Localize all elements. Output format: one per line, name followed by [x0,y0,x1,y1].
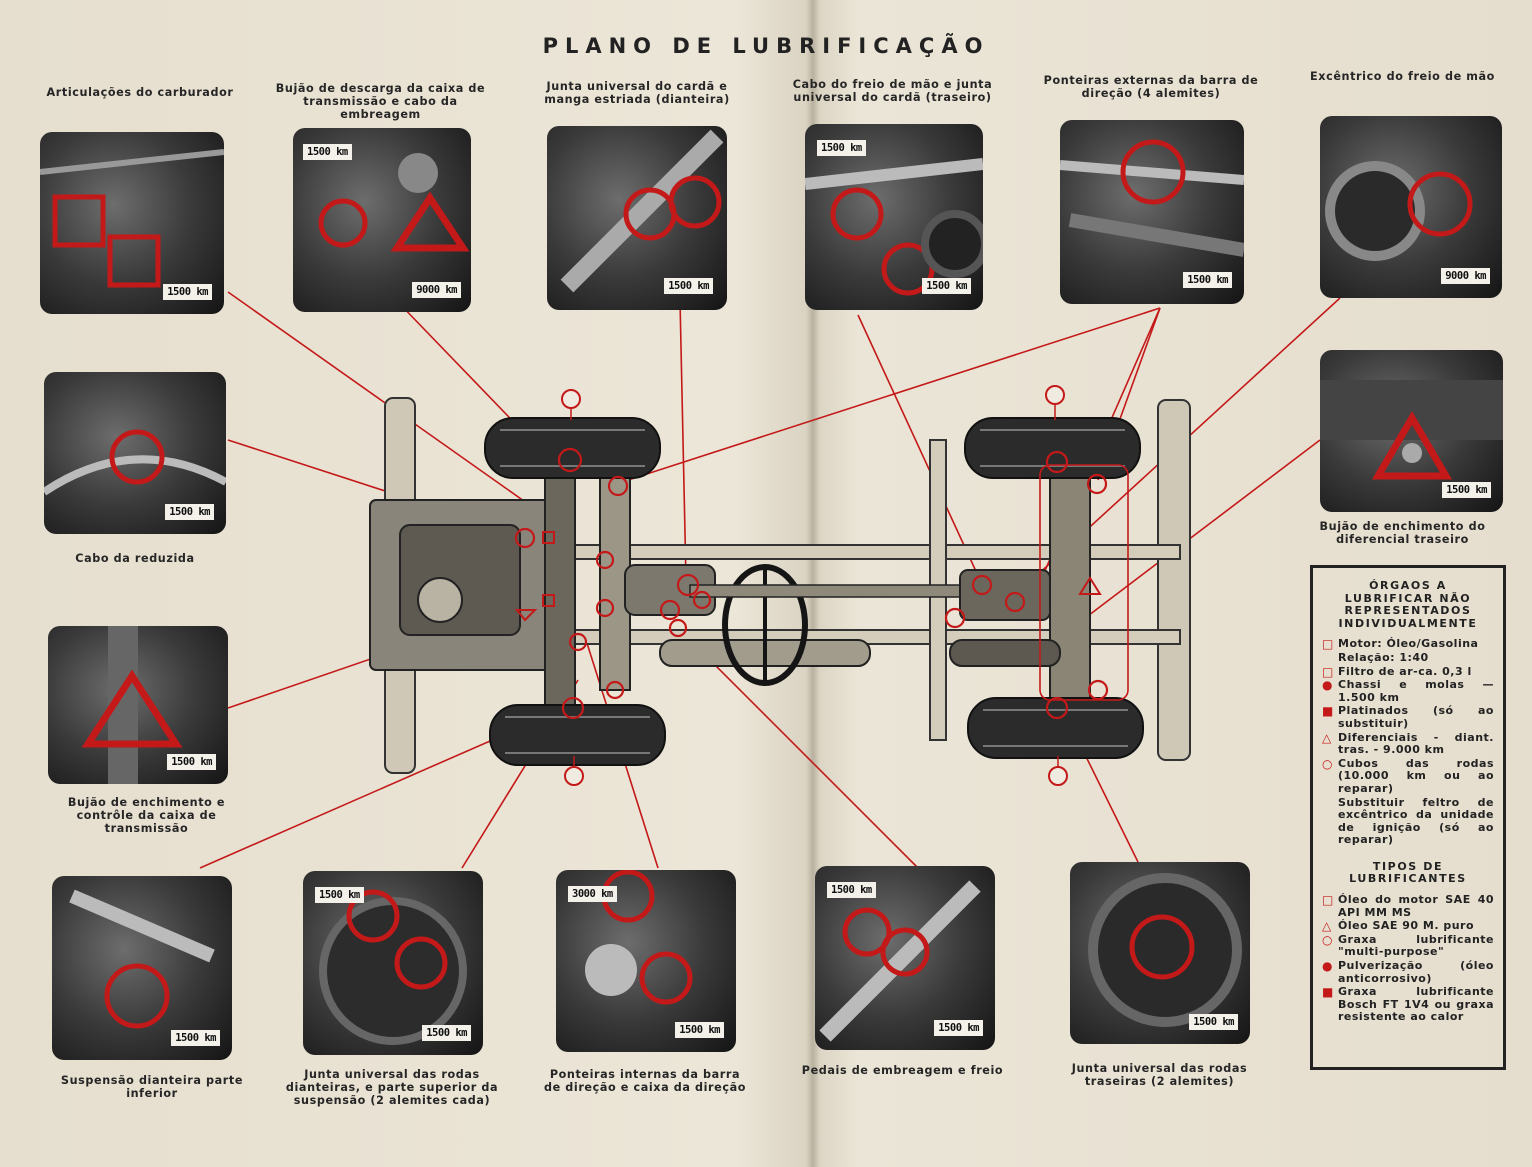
legend-item: □ Óleo do motor SAE 40 API MM MS [1322,893,1494,919]
km-label-top: 1500 km [315,887,364,903]
caption-excentrico: Excêntrico do freio de mão [1310,70,1495,83]
legend-item: ○ Graxa lubrificante "multi-purpose" [1322,932,1494,959]
km-label: 1500 km [1189,1014,1238,1030]
km-label: 1500 km [163,284,212,300]
square-icon: □ [1322,637,1334,652]
chassis-diagram [369,385,1191,786]
km-label-top: 1500 km [817,140,866,156]
triangle-icon: △ [1322,919,1332,934]
legend-item-text: Motor: Óleo/Gasolina [1338,637,1479,651]
caption-diferencial-traseiro: Bujão de enchimento do diferencial trase… [1319,520,1486,546]
km-label: 1500 km [664,278,713,294]
photo-freio-mao-cabo: 1500 km 1500 km [805,124,983,310]
caption-carburador: Articulações do carburador [46,86,234,99]
square-icon: □ [1322,893,1334,908]
legend-heading-organs: ÓRGAOS A LUBRIFICAR NÃO REPRESENTADOS IN… [1338,579,1478,630]
caption-bujao-descarga: Bujão de descarga da caixa de transmissã… [275,82,486,121]
km-label: 1500 km [165,504,214,520]
km-label-top: 3000 km [568,886,617,902]
none-icon [1322,797,1338,847]
legend-item-text: Chassi e molas — 1.500 km [1338,678,1494,704]
caption-freio-mao-cabo: Cabo do freio de mão e junta universal d… [792,78,993,104]
caption-reduzida: Cabo da reduzida [75,552,195,565]
legend-item: □ Motor: Óleo/Gasolina [1322,638,1494,651]
filled_square-icon: ■ [1322,985,1334,1000]
legend-item: ● Pulverização (óleo anticorrosivo) [1322,959,1494,985]
legend-item-text: Óleo do motor SAE 40 API MM MS [1338,893,1494,919]
km-label: 1500 km [1183,272,1232,288]
caption-junta-dianteira: Junta universal do cardã e manga estriad… [544,80,730,106]
caption-suspensao: Suspensão dianteira parte inferior [60,1074,244,1100]
triangle-icon: △ [1322,730,1332,745]
km-label-top: 1500 km [827,882,876,898]
photo-diferencial-traseiro: 1500 km [1320,350,1503,512]
km-label-top: 1500 km [303,144,352,160]
legend-item: △ Diferenciais - diant. tras. - 9.000 km [1322,730,1494,757]
caption-juntas-traseiras: Junta universal das rodas traseiras (2 a… [1071,1062,1248,1088]
photo-reduzida: 1500 km [44,372,226,534]
km-label: 1500 km [422,1025,471,1041]
caption-caixa-transmissao: Bujão de enchimento e contrôle da caixa … [67,796,226,835]
legend-item-text: Cubos das rodas (10.000 km ou ao reparar… [1338,756,1494,795]
caption-ponteiras-externas: Ponteiras externas da barra de direção (… [1043,74,1259,100]
legend-item: ■ Platinados (só ao substituir) [1322,704,1494,730]
caption-pedais: Pedais de embreagem e freio [801,1064,1004,1077]
legend-item-text: Pulverização (óleo anticorrosivo) [1338,959,1494,985]
circle-icon: ○ [1322,756,1333,771]
km-label: 9000 km [1441,268,1490,284]
legend-item-text: Graxa lubrificante "multi-purpose" [1338,932,1494,959]
photo-ponteiras-externas: 1500 km [1060,120,1244,304]
circle-icon: ○ [1322,932,1333,947]
km-label: 9000 km [412,282,461,298]
legend-item-text: Platinados (só ao substituir) [1338,704,1494,730]
photo-pedais: 1500 km 1500 km [815,866,995,1050]
legend-heading-lubricants: TIPOS DE LUBRIFICANTES [1349,859,1467,886]
km-label: 1500 km [675,1022,724,1038]
page-title: PLANO DE LUBRIFICAÇÃO [542,34,990,58]
legend-item-text: Óleo SAE 90 M. puro [1338,919,1475,933]
km-label: 1500 km [1442,482,1491,498]
km-label: 1500 km [167,754,216,770]
legend-item-text: Relação: 1:40 [1338,650,1429,664]
square-icon: □ [1322,664,1334,679]
legend-item: ○ Cubos das rodas (10.000 km ou ao repara… [1322,756,1494,796]
km-label: 1500 km [934,1020,983,1036]
photo-junta-dianteira: 1500 km [547,126,727,310]
legend-item: △ Óleo SAE 90 M. puro [1322,920,1494,933]
legend-item: Relação: 1:40 [1322,650,1494,665]
photo-juntas-dianteiras: 1500 km 1500 km [303,871,483,1055]
legend-item-text: Diferenciais - diant. tras. - 9.000 km [1338,730,1494,757]
photo-caixa-transmissao: 1500 km [48,626,228,784]
none-icon [1322,652,1338,665]
photo-excentrico: 9000 km [1320,116,1502,298]
legend-item: ● Chassi e molas — 1.500 km [1322,678,1494,704]
photo-bujao-descarga: 1500 km 9000 km [293,128,471,312]
km-label: 1500 km [922,278,971,294]
filled_square-icon: ■ [1322,704,1334,719]
photo-suspensao: 1500 km [52,876,232,1060]
legend-item-text: Filtro de ar-ca. 0,3 l [1338,664,1472,678]
legend-list-lubricants: □ Óleo do motor SAE 40 API MM MS △ Óleo SAE… [1322,893,1494,1024]
photo-carburador: 1500 km [40,132,224,314]
legend-item-text: Substituir feltro de excêntrico da unida… [1338,795,1494,847]
km-label: 1500 km [171,1030,220,1046]
photo-juntas-traseiras: 1500 km [1070,862,1250,1044]
photo-ponteiras-internas: 3000 km 1500 km [556,870,736,1052]
dot-icon: ● [1322,678,1333,693]
legend-item: □ Filtro de ar-ca. 0,3 l [1322,664,1494,679]
legend-item-text: Graxa lubrificante Bosch FT 1V4 ou graxa… [1338,985,1494,1024]
caption-ponteiras-internas: Ponteiras internas da barra de direção e… [543,1068,747,1094]
caption-juntas-dianteiras: Junta universal das rodas dianteiras, e … [285,1068,499,1107]
legend-item: ■ Graxa lubrificante Bosch FT 1V4 ou grax… [1322,985,1494,1024]
legend-box: ÓRGAOS A LUBRIFICAR NÃO REPRESENTADOS IN… [1310,565,1506,1070]
legend-item: Substituir feltro de excêntrico da unida… [1322,795,1494,847]
dot-icon: ● [1322,959,1333,974]
